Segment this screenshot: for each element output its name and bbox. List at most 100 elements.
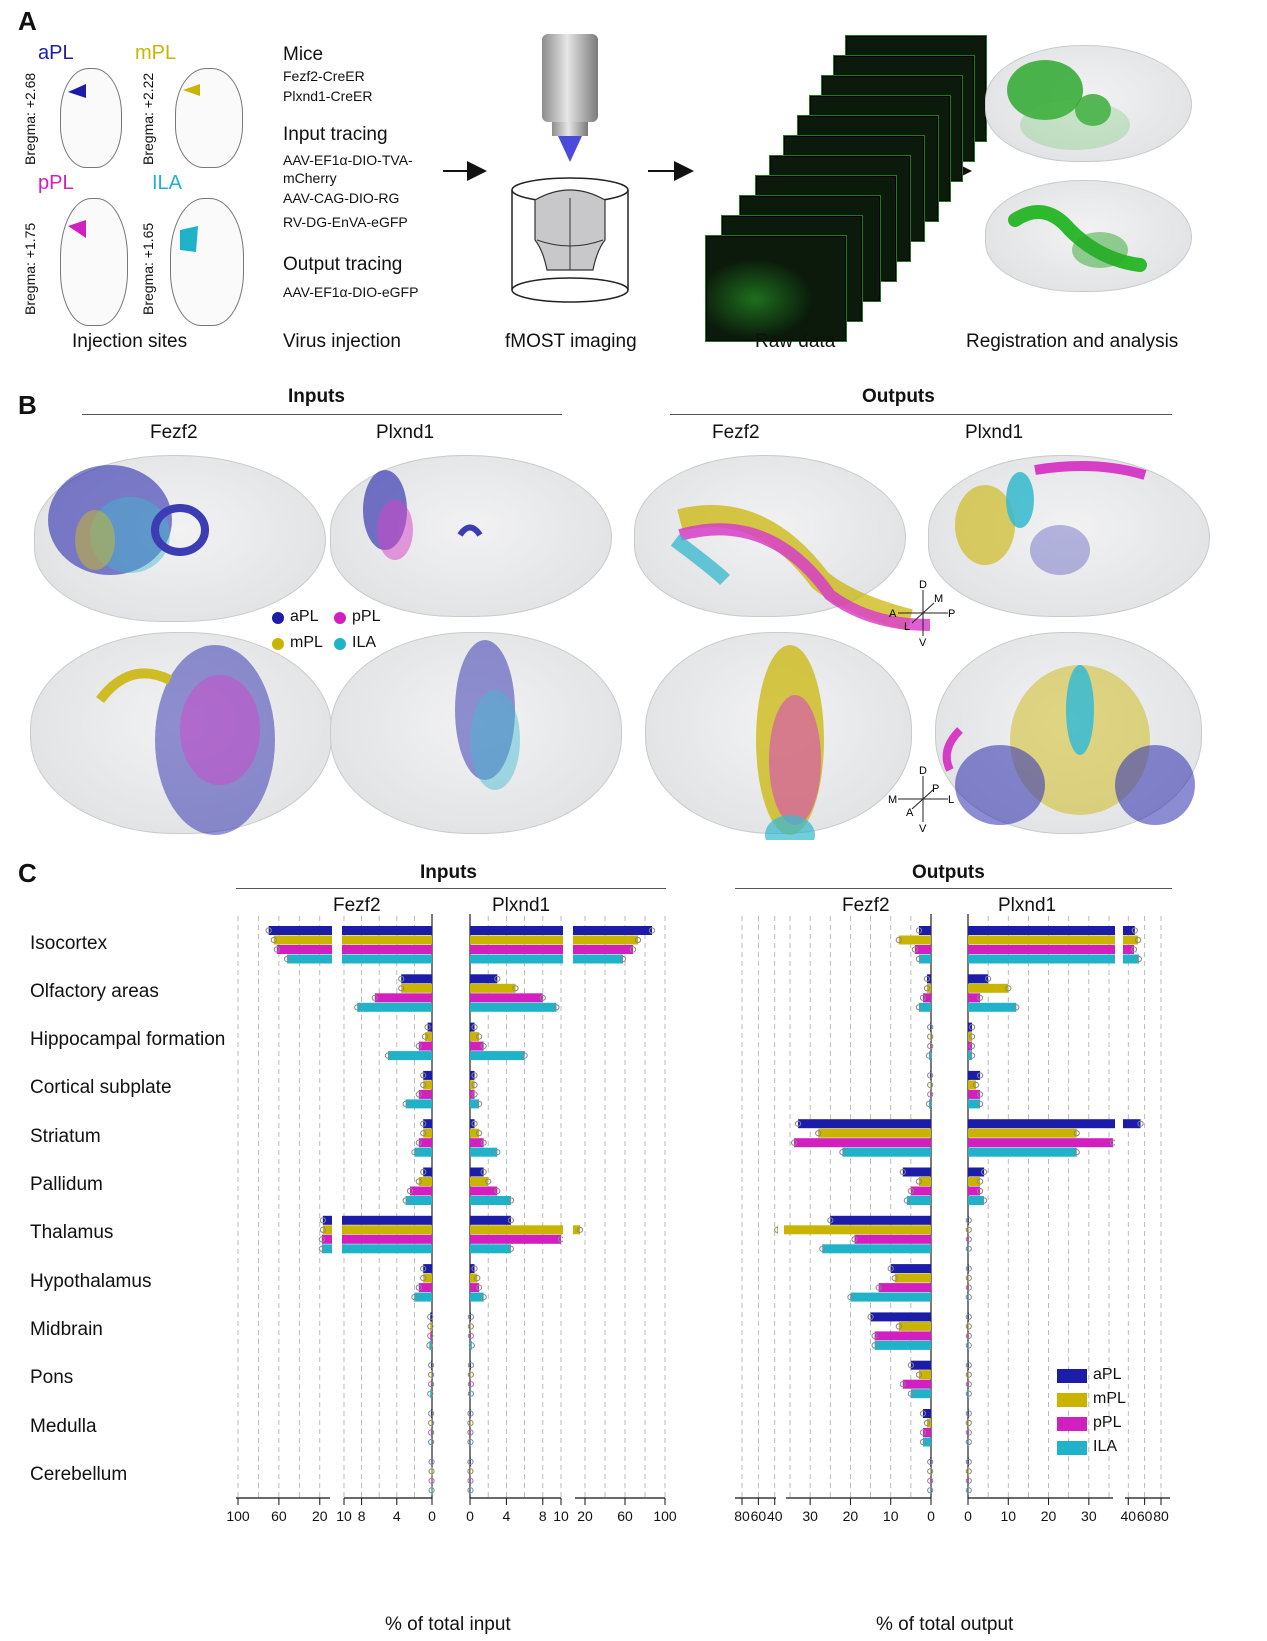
bar [968,954,1139,964]
bar [968,1409,969,1418]
data-point [467,1390,475,1397]
bar [470,1138,484,1148]
bar [470,1331,471,1341]
b-inputs-rule [82,414,562,415]
bar [930,1080,931,1090]
bar [431,1457,433,1467]
bar [431,1476,433,1486]
bar [968,1340,969,1350]
bar [910,1360,931,1370]
b-sub-fezf2-in: Fezf2 [150,422,198,443]
data-point [420,1265,427,1272]
bar [906,1196,931,1205]
bar [922,1409,931,1418]
b-signal-overlays [48,461,1195,840]
bar [322,1215,432,1225]
data-point [968,1052,976,1059]
bar [423,1070,432,1080]
bar [930,1466,931,1476]
bar [794,1138,931,1148]
data-point [415,1043,422,1050]
bar [470,1177,489,1186]
data-point [471,1081,478,1088]
bar [431,1485,433,1495]
bar [431,1360,432,1370]
input-line-2: mCherry [283,170,337,186]
data-point [1073,1149,1080,1156]
slice-ppl [60,198,128,326]
data-point [1135,955,1143,963]
data-point [428,1458,435,1465]
data-point [891,1275,898,1282]
bar [401,974,432,984]
data-point [648,927,656,934]
data-point [512,985,519,992]
data-point [467,1410,474,1417]
bar [470,1273,478,1283]
bar [968,1002,1017,1012]
bar [410,1186,432,1196]
data-point [467,1381,475,1388]
bar [401,983,432,993]
bar [968,1244,969,1254]
b-legend-apl: aPL [290,608,319,625]
bar [898,1321,931,1331]
bar [918,954,931,964]
bar [968,1476,969,1486]
bar [268,926,432,935]
axis-v-label: V [919,637,927,648]
data-point [319,1217,326,1224]
bar [276,945,432,954]
data-point [965,1313,972,1320]
data-point [968,1024,976,1031]
data-point [471,1024,478,1031]
site-ila-label: ILA [152,172,183,194]
data-point [415,1139,422,1146]
data-point [919,1438,927,1446]
bar [968,1283,969,1293]
bar [470,1485,471,1495]
data-point [851,1236,858,1243]
data-point [420,1130,427,1137]
bar [968,1041,973,1051]
bar [321,1244,432,1254]
bar [930,1032,931,1042]
tick-label: 60 [617,1508,633,1524]
data-point [476,1284,483,1291]
bar [423,1128,432,1138]
data-point [467,1323,475,1330]
c-inputs-rule [236,888,666,889]
data-point [915,1178,923,1185]
bar [798,1119,931,1129]
bar [930,1476,931,1486]
bar [470,1147,498,1157]
bar [968,1273,969,1283]
data-point [476,1033,483,1040]
region-label: Medulla [30,1416,97,1437]
bar [374,993,432,1003]
data-point [925,1052,933,1059]
data-point [354,1004,361,1011]
data-point [915,1371,923,1378]
input-line-4: RV-DG-EnVA-eGFP [283,214,408,230]
data-point [415,1284,422,1291]
bar [968,1215,969,1225]
data-point [411,1149,418,1156]
data-point [875,1284,882,1291]
data-point [406,1187,414,1195]
data-point [1073,1130,1080,1137]
axis-break [563,916,573,1498]
axis-break [332,916,342,1498]
data-point [507,1217,515,1224]
tick-label: 4 [393,1508,401,1524]
data-point [474,1275,481,1282]
data-point [899,1381,906,1388]
b-orientation-sagittal: D V A P M L [889,579,955,648]
bar [870,1312,931,1322]
bar [930,1485,931,1495]
data-point [923,985,931,992]
bar [930,1457,931,1467]
bar [968,1264,969,1274]
data-point [976,1178,984,1185]
bar [968,1379,969,1389]
